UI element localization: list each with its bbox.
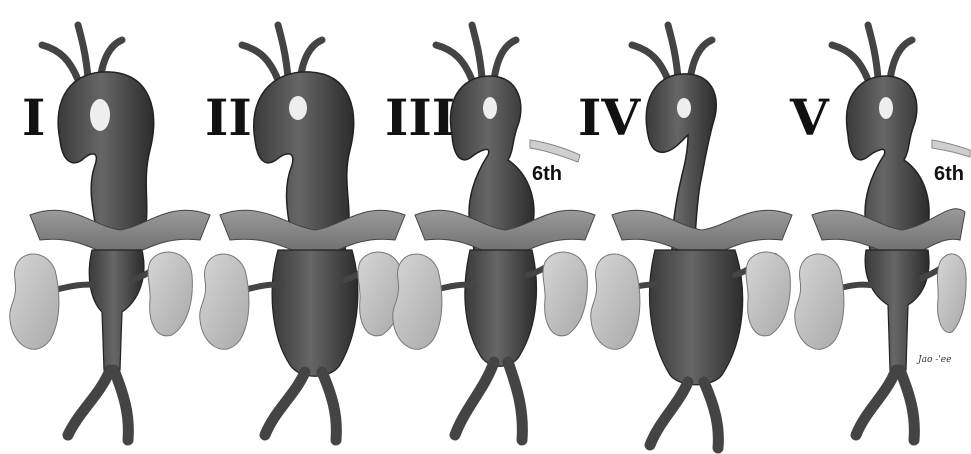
panel-type-3: III 6th [385,25,595,440]
type-label: IV [578,88,641,147]
arch-lumen [677,98,691,118]
rib [932,140,970,157]
right-kidney [937,254,966,333]
left-kidney [591,254,640,349]
rib [530,140,580,162]
left-kidney [393,254,442,349]
arch-lumen [879,97,893,119]
abdominal-aorta [865,250,929,370]
left-kidney [200,254,249,349]
panel-type-4: IV [578,25,792,448]
type-label: III [385,88,455,147]
right-kidney [148,252,192,336]
rib-label: 6th [532,163,562,185]
arch-lumen [483,97,497,119]
abdominal-aorta [650,250,743,385]
panel-type-2: II [200,25,405,440]
left-kidney [795,254,844,349]
panel-type-5: V 6th Jao -'ee [789,25,970,440]
type-label: II [205,88,252,147]
right-kidney [746,252,790,336]
rib-label: 6th [934,163,964,185]
arch-lumen [90,99,110,131]
abdominal-aorta [89,250,144,370]
left-kidney [10,254,59,349]
type-label: V [789,88,830,147]
abdominal-aorta [465,250,537,366]
type-label: I [22,88,45,147]
abdominal-aorta [272,250,358,376]
artist-signature: Jao -'ee [916,355,951,365]
panel-type-1: I [10,25,210,440]
arch-lumen [289,96,307,120]
right-kidney [543,252,587,336]
